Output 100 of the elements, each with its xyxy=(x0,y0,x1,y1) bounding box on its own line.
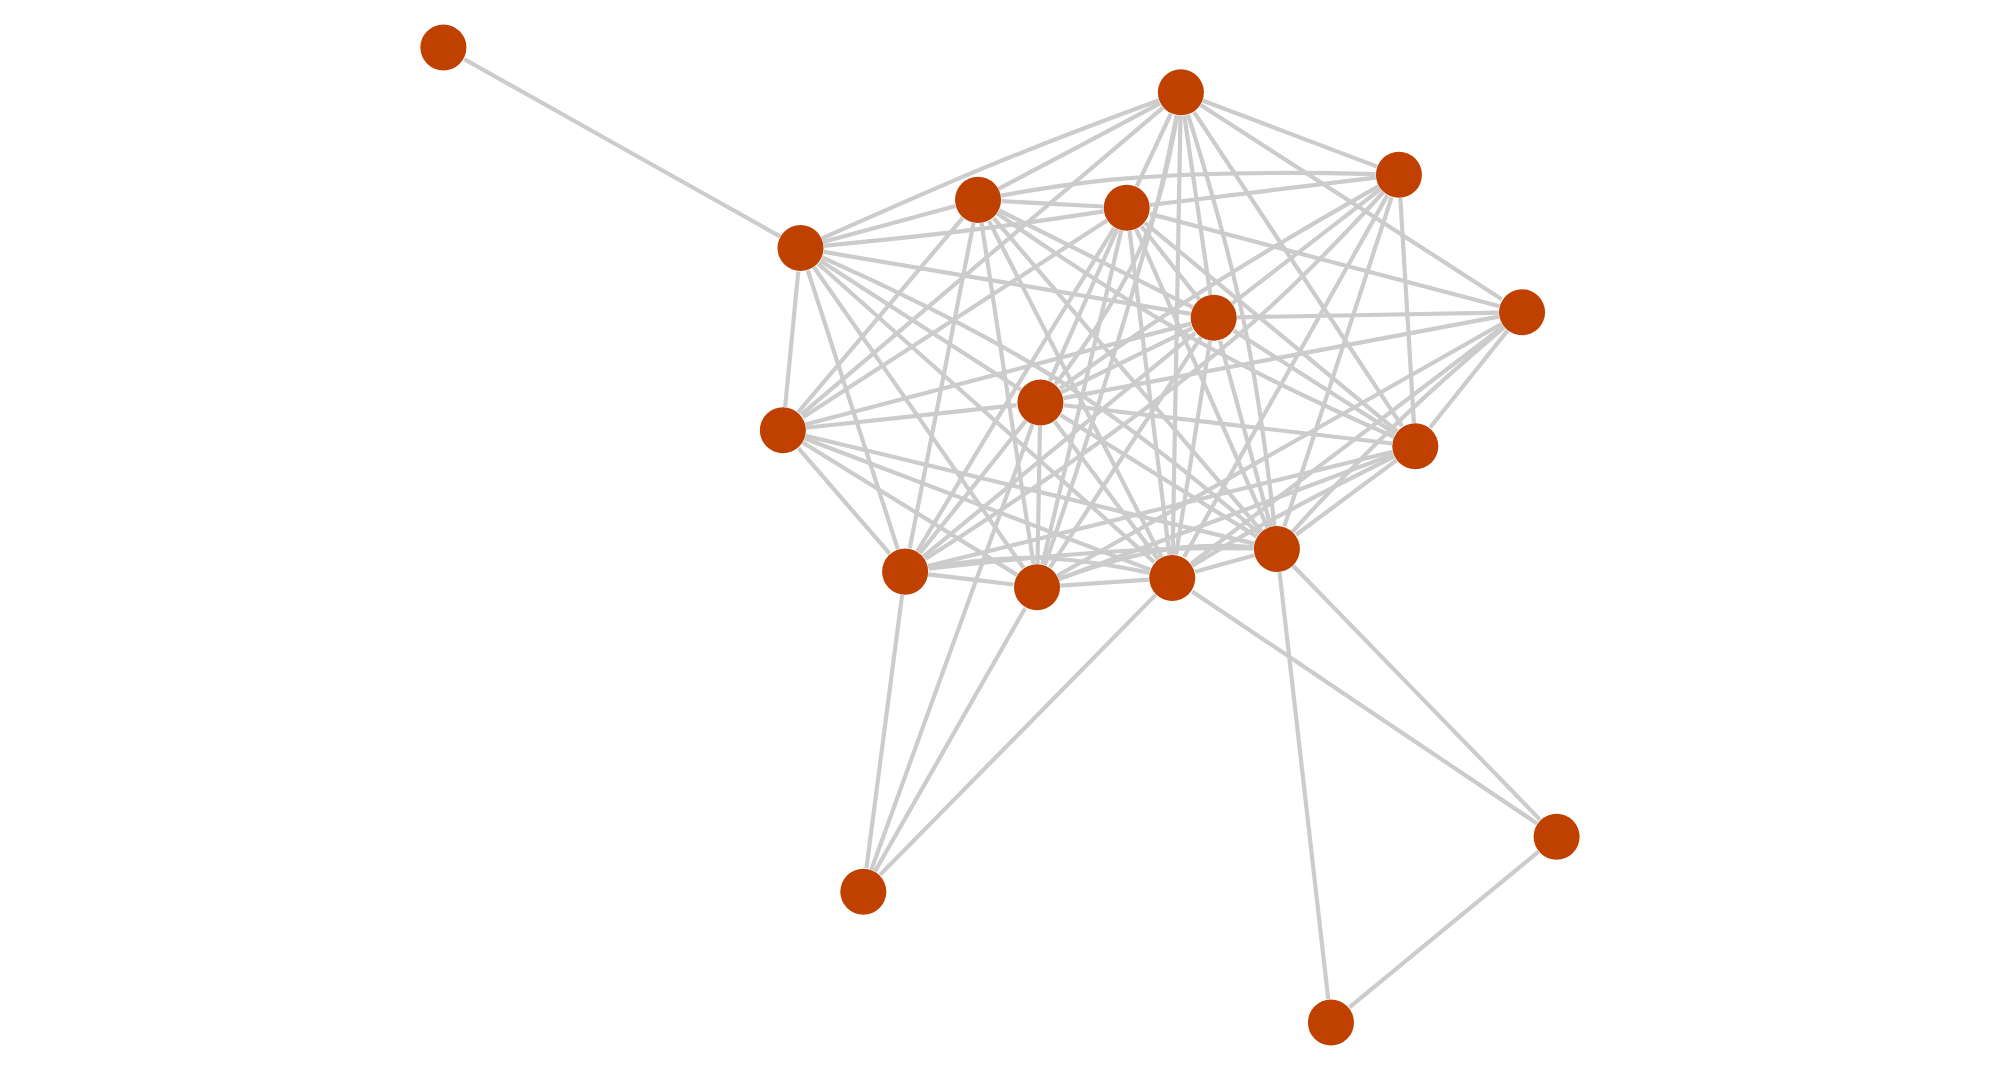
connector xyxy=(819,259,1022,392)
node-circle xyxy=(840,868,887,915)
connector xyxy=(1290,325,1506,534)
connector xyxy=(1058,184,1380,391)
connector xyxy=(873,607,1027,873)
node-circle xyxy=(882,548,929,595)
connector xyxy=(823,249,1192,316)
connector xyxy=(995,211,1395,439)
connector xyxy=(1232,328,1397,436)
connector xyxy=(869,423,1035,871)
connector xyxy=(864,594,905,869)
connector xyxy=(1192,111,1404,428)
connector xyxy=(1059,413,1258,539)
connector xyxy=(812,265,1026,570)
connector xyxy=(1056,321,1503,578)
connector xyxy=(1182,194,1390,559)
connector xyxy=(1149,211,1501,309)
connector xyxy=(1001,199,1104,209)
connector xyxy=(1058,452,1395,581)
connector xyxy=(1194,553,1256,574)
connector xyxy=(998,208,1194,310)
connector xyxy=(1000,170,1376,198)
connector xyxy=(1139,225,1201,301)
connector xyxy=(1182,115,1213,296)
connector xyxy=(1040,229,1124,565)
connector xyxy=(799,105,1165,417)
connector xyxy=(801,440,1019,577)
node-circle xyxy=(1533,813,1580,860)
connector xyxy=(804,321,1192,427)
connector xyxy=(992,216,1264,533)
connector xyxy=(997,101,1161,191)
connector xyxy=(783,271,801,408)
connector xyxy=(1048,335,1203,569)
connector xyxy=(987,220,1164,559)
connector xyxy=(1134,228,1270,529)
connector xyxy=(1217,340,1273,528)
connector xyxy=(1428,329,1510,429)
connector xyxy=(924,190,1385,561)
connector xyxy=(822,203,957,244)
node-circle xyxy=(1157,69,1204,116)
connector xyxy=(1201,98,1378,169)
connector xyxy=(1199,103,1503,301)
connector xyxy=(1277,571,1331,1000)
connector xyxy=(1237,310,1499,320)
connector xyxy=(1060,326,1194,395)
node-circle xyxy=(1375,151,1422,198)
connector xyxy=(1063,314,1500,401)
node-circle xyxy=(1149,555,1196,602)
connector xyxy=(1127,230,1172,556)
node-circle xyxy=(1017,379,1064,426)
connector xyxy=(1053,115,1180,386)
connector xyxy=(915,227,1116,553)
connector xyxy=(796,216,965,414)
connector xyxy=(463,57,782,239)
connector xyxy=(1291,564,1542,822)
connector xyxy=(1170,115,1183,555)
connector xyxy=(1294,458,1398,537)
connector xyxy=(1348,850,1540,1009)
node-circle xyxy=(1014,564,1061,611)
connector xyxy=(921,331,1197,559)
connector xyxy=(805,433,1255,546)
node-circle xyxy=(1103,184,1150,231)
node-circle xyxy=(1253,526,1300,573)
connector xyxy=(907,222,976,549)
node-circle xyxy=(955,176,1002,223)
connector xyxy=(1282,196,1394,528)
connector xyxy=(823,209,1104,248)
connector xyxy=(801,218,1109,419)
connector xyxy=(805,269,900,551)
connector xyxy=(820,98,1160,241)
connector xyxy=(816,262,1156,564)
node-circle xyxy=(1190,294,1237,341)
node-circle xyxy=(420,24,467,71)
connector xyxy=(1052,420,1160,561)
connector xyxy=(1173,340,1213,555)
connector xyxy=(1060,577,1149,588)
connector xyxy=(979,222,1036,565)
connector xyxy=(1189,324,1505,566)
connector xyxy=(928,546,1254,571)
connector xyxy=(1186,113,1277,527)
connector xyxy=(1042,115,1179,566)
connector xyxy=(1190,454,1396,568)
connector xyxy=(805,402,1017,430)
connector xyxy=(1063,403,1393,446)
node-circle xyxy=(1307,999,1354,1046)
connector xyxy=(821,255,1261,536)
connector xyxy=(1149,175,1376,208)
connector xyxy=(928,555,1150,575)
node-circle xyxy=(1392,423,1439,470)
connector xyxy=(878,593,1158,877)
connector xyxy=(803,436,1151,572)
connector xyxy=(1191,589,1539,826)
node-circle xyxy=(1499,289,1546,336)
node-circle xyxy=(759,407,806,454)
node-circle xyxy=(777,224,824,271)
connector xyxy=(1134,112,1173,188)
connector xyxy=(927,449,1394,569)
connector xyxy=(918,419,1028,555)
connector xyxy=(1230,187,1382,306)
connector xyxy=(1057,543,1254,582)
